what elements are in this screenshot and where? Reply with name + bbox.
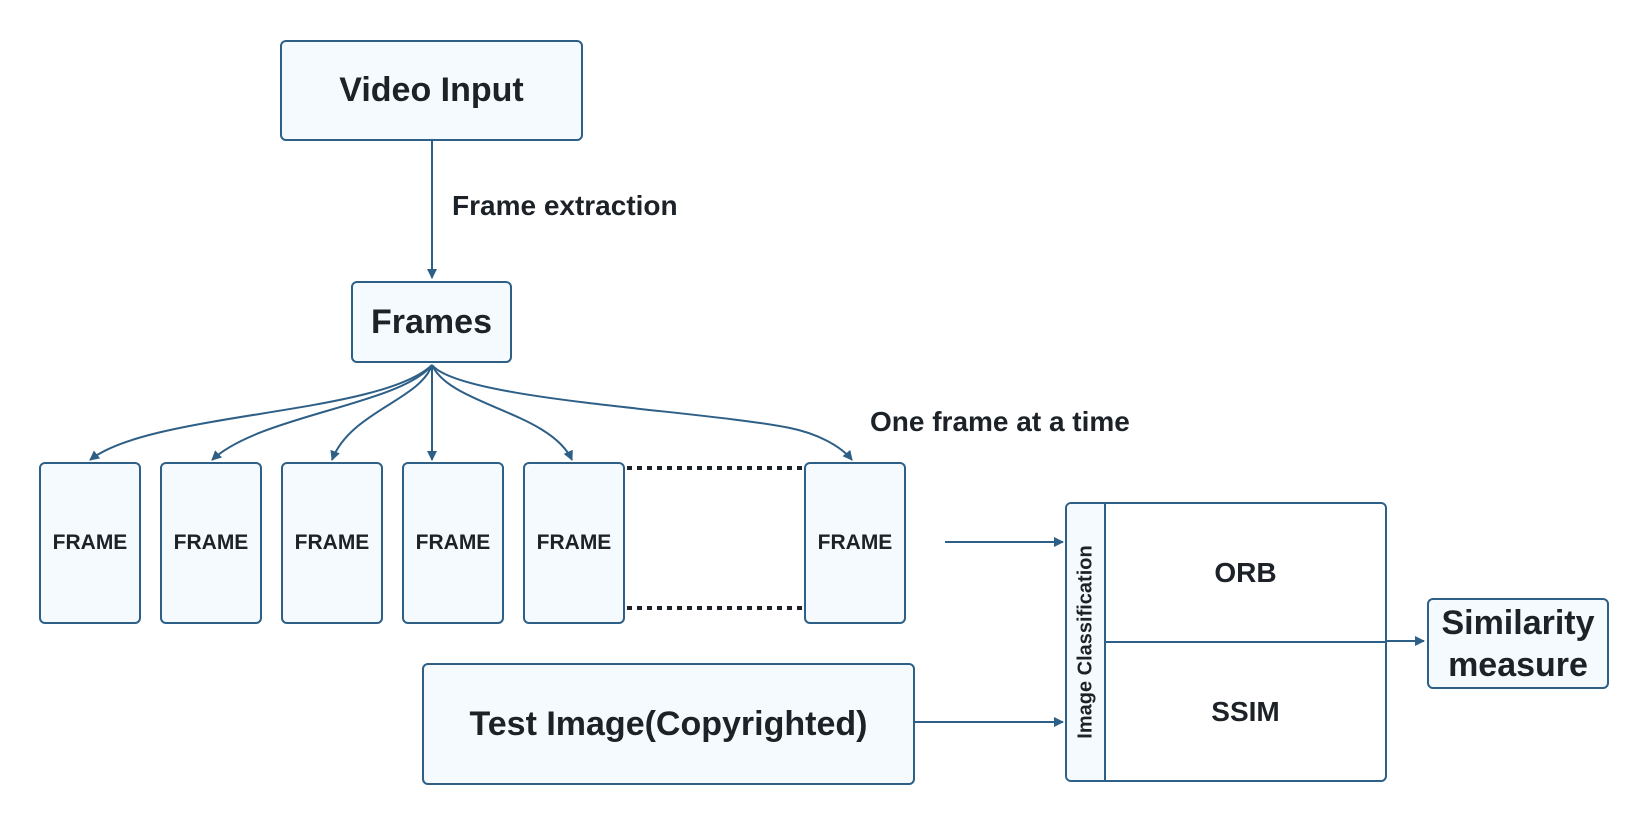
video-input-box: Video Input	[280, 40, 583, 141]
one-frame-at-a-time-label: One frame at a time	[870, 406, 1130, 437]
orb-cell: ORB	[1106, 504, 1385, 643]
frame-extraction-label: Frame extraction	[452, 190, 678, 221]
frame-label: FRAME	[294, 531, 370, 554]
image-classification-label: Image Classification	[1074, 545, 1096, 739]
arrow-frames-to-frame-1	[89, 364, 433, 461]
measure-label: measure	[1448, 645, 1588, 684]
similarity-measure-box: Similarity measure	[1427, 598, 1609, 689]
ssim-label: SSIM	[1211, 695, 1280, 727]
test-image-label: Test Image(Copyrighted)	[469, 704, 868, 743]
frame-label: FRAME	[52, 531, 128, 554]
frame-box-2: FRAME	[160, 462, 262, 624]
frame-box-5: FRAME	[523, 462, 625, 624]
frame-box-last: FRAME	[804, 462, 906, 624]
arrow-frames-to-frame-2	[211, 364, 433, 461]
test-image-box: Test Image(Copyrighted)	[422, 663, 915, 785]
frame-label: FRAME	[536, 531, 612, 554]
frame-label: FRAME	[415, 531, 491, 554]
arrow-frames-to-frame-3	[330, 364, 433, 461]
arrow-frames-to-frame-5	[431, 364, 573, 461]
similarity-label: Similarity	[1441, 603, 1595, 642]
frame-box-3: FRAME	[281, 462, 383, 624]
ssim-cell: SSIM	[1106, 643, 1385, 780]
frames-box: Frames	[351, 281, 512, 363]
video-input-label: Video Input	[339, 71, 524, 109]
image-classification-sidebar: Image Classification	[1067, 504, 1106, 780]
frame-box-4: FRAME	[402, 462, 504, 624]
orb-label: ORB	[1214, 556, 1277, 588]
frame-label: FRAME	[173, 531, 249, 554]
image-classification-panel: Image Classification ORB SSIM	[1065, 502, 1387, 782]
frame-box-1: FRAME	[39, 462, 141, 624]
frame-label: FRAME	[817, 531, 893, 554]
arrow-frames-to-frame-last	[431, 364, 853, 461]
frames-label: Frames	[371, 302, 492, 341]
